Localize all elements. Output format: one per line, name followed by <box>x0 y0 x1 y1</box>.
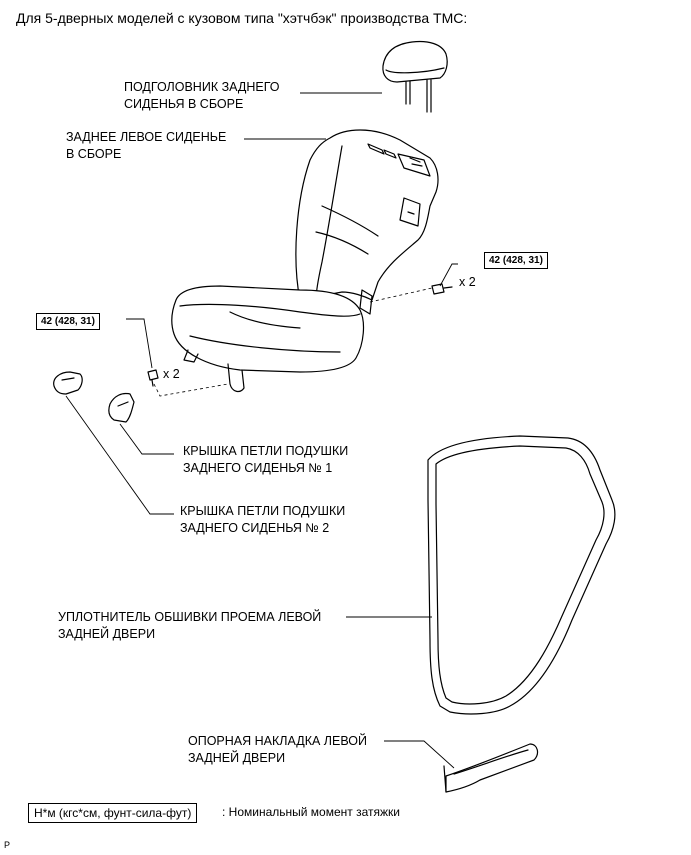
dashed-bolt-left <box>153 383 229 397</box>
leader-cover1 <box>119 423 174 455</box>
label-seat-line1: ЗАДНЕЕ ЛЕВОЕ СИДЕНЬЕ <box>66 130 227 144</box>
leader-torque-left <box>126 318 153 369</box>
label-cover2-line1: КРЫШКА ПЕТЛИ ПОДУШКИ <box>180 504 346 518</box>
leader-torque-right <box>439 263 458 287</box>
weatherstrip-drawing <box>427 435 616 715</box>
qty-right: x 2 <box>459 275 476 289</box>
label-weatherstrip: УПЛОТНИТЕЛЬ ОБШИВКИ ПРОЕМА ЛЕВОЙ ЗАДНЕЙ … <box>58 609 321 643</box>
bolt-left-drawing <box>147 369 159 387</box>
label-cover2-line2: ЗАДНЕГО СИДЕНЬЯ № 2 <box>180 521 330 535</box>
seat-back-drawing <box>295 129 439 315</box>
dashed-bolt-right <box>369 287 433 303</box>
seat-cushion-drawing <box>171 285 365 393</box>
label-scuff: ОПОРНАЯ НАКЛАДКА ЛЕВОЙ ЗАДНЕЙ ДВЕРИ <box>188 733 367 767</box>
hinge-cover-2-drawing <box>53 371 83 395</box>
label-cover1-line1: КРЫШКА ПЕТЛИ ПОДУШКИ <box>183 444 349 458</box>
page-title: Для 5-дверных моделей с кузовом типа "хэ… <box>16 10 468 26</box>
leader-scuff <box>384 740 455 769</box>
bolt-right-drawing <box>431 283 453 295</box>
qty-left: x 2 <box>163 367 180 381</box>
label-cover2: КРЫШКА ПЕТЛИ ПОДУШКИ ЗАДНЕГО СИДЕНЬЯ № 2 <box>180 503 345 537</box>
label-weatherstrip-line1: УПЛОТНИТЕЛЬ ОБШИВКИ ПРОЕМА ЛЕВОЙ <box>58 610 322 624</box>
scuff-plate-drawing <box>443 743 539 793</box>
leader-cover2 <box>65 395 174 515</box>
label-weatherstrip-line2: ЗАДНЕЙ ДВЕРИ <box>58 627 156 641</box>
label-headrest: ПОДГОЛОВНИК ЗАДНЕГО СИДЕНЬЯ В СБОРЕ <box>124 79 280 113</box>
legend-description: : Номинальный момент затяжки <box>222 805 400 819</box>
hinge-cover-1-drawing <box>108 392 135 423</box>
label-scuff-line2: ЗАДНЕЙ ДВЕРИ <box>188 751 286 765</box>
corner-mark: P <box>4 840 11 850</box>
torque-box-right: 42 (428, 31) <box>484 252 548 269</box>
headrest-drawing <box>382 40 448 113</box>
legend-torque-unit: Н*м (кгс*см, фунт-сила-фут) <box>28 803 198 823</box>
label-headrest-line2: СИДЕНЬЯ В СБОРЕ <box>124 97 244 111</box>
label-seat: ЗАДНЕЕ ЛЕВОЕ СИДЕНЬЕ В СБОРЕ <box>66 129 226 163</box>
label-cover1: КРЫШКА ПЕТЛИ ПОДУШКИ ЗАДНЕГО СИДЕНЬЯ № 1 <box>183 443 348 477</box>
label-scuff-line1: ОПОРНАЯ НАКЛАДКА ЛЕВОЙ <box>188 734 367 748</box>
torque-box-left: 42 (428, 31) <box>36 313 100 330</box>
label-seat-line2: В СБОРЕ <box>66 147 122 161</box>
label-headrest-line1: ПОДГОЛОВНИК ЗАДНЕГО <box>124 80 280 94</box>
label-cover1-line2: ЗАДНЕГО СИДЕНЬЯ № 1 <box>183 461 333 475</box>
